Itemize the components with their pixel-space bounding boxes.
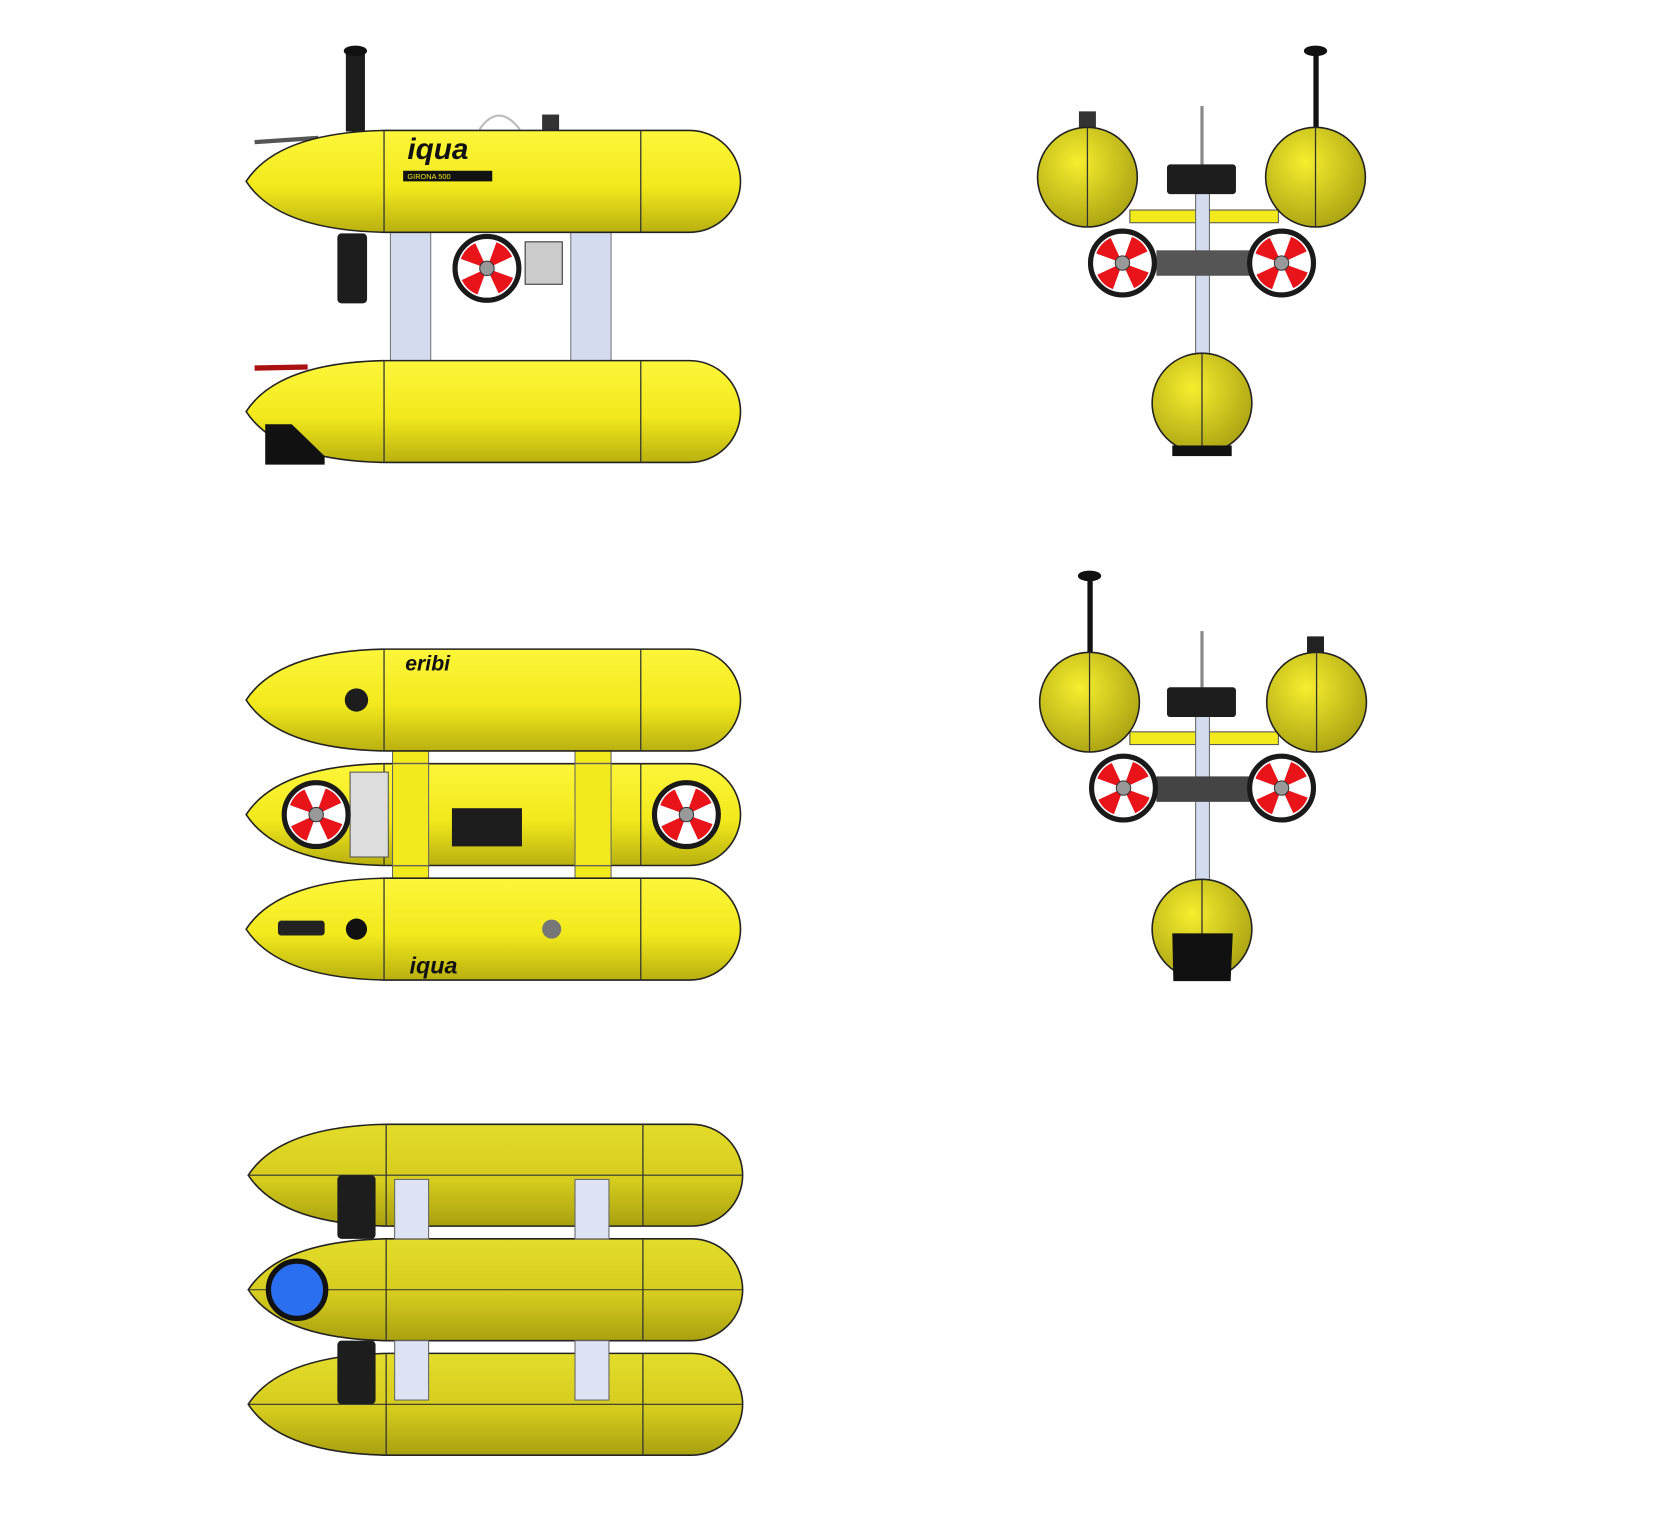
rear-view bbox=[1038, 570, 1368, 982]
lower-hull bbox=[245, 359, 742, 464]
handle bbox=[478, 114, 521, 131]
antenna-mast bbox=[345, 50, 365, 132]
iqua-logo: iqua bbox=[410, 953, 458, 979]
nose-probe bbox=[254, 135, 319, 145]
right-thruster bbox=[1246, 227, 1317, 298]
right-sphere bbox=[1264, 126, 1367, 228]
strut bbox=[574, 1178, 610, 1240]
right-sphere bbox=[1265, 651, 1368, 753]
bottom-sensor bbox=[265, 424, 325, 465]
left-thruster bbox=[1088, 752, 1159, 823]
upper-hull bbox=[247, 1123, 744, 1227]
port bbox=[345, 918, 368, 940]
vertical-thruster bbox=[337, 233, 368, 304]
center-module bbox=[451, 808, 522, 847]
iqua-logo: iqua GIRONA 500 bbox=[403, 133, 493, 182]
strut bbox=[394, 1340, 430, 1401]
thruster-housing bbox=[1156, 250, 1252, 276]
model-logo-text: GIRONA 500 bbox=[407, 172, 450, 181]
upper-hull bbox=[245, 648, 742, 752]
antenna-mast bbox=[1313, 50, 1319, 128]
frame-rear-center bbox=[574, 763, 612, 867]
right-thruster bbox=[1246, 752, 1317, 823]
left-sphere bbox=[1036, 126, 1139, 228]
thruster-housing bbox=[1156, 776, 1252, 802]
antenna-cap bbox=[1077, 570, 1102, 582]
front-view bbox=[1036, 45, 1367, 457]
lateral-thruster bbox=[451, 233, 522, 304]
bottom-sphere bbox=[1151, 352, 1253, 454]
electronics-box bbox=[1166, 164, 1236, 195]
sensor-box bbox=[1078, 111, 1096, 129]
tail-probe bbox=[254, 364, 308, 371]
left-sphere bbox=[1038, 651, 1141, 753]
left-thruster bbox=[1087, 227, 1158, 298]
strut bbox=[574, 1340, 610, 1401]
top-view: eribi iqua bbox=[245, 648, 742, 981]
side-view: iqua GIRONA 500 bbox=[245, 45, 742, 465]
vertical-thruster bbox=[337, 1340, 376, 1405]
eribi-logo: eribi bbox=[405, 652, 451, 675]
upper-hull bbox=[245, 129, 742, 234]
strut bbox=[394, 1178, 430, 1240]
fore-mount bbox=[349, 771, 389, 858]
dvl-sensor bbox=[265, 1258, 329, 1322]
thruster-mount bbox=[524, 241, 563, 285]
antenna-mast bbox=[1087, 575, 1093, 653]
port bbox=[344, 688, 369, 712]
sensor-box bbox=[542, 114, 560, 132]
port bbox=[542, 919, 562, 939]
bottom-sensor bbox=[1172, 933, 1233, 982]
bottom-sensor bbox=[1172, 445, 1232, 457]
bottom-view bbox=[247, 1123, 744, 1457]
electronics-box bbox=[1166, 687, 1236, 717]
nose-sensor bbox=[277, 920, 325, 936]
antenna-cap bbox=[1303, 45, 1328, 57]
iqua-logo-text: iqua bbox=[407, 133, 468, 166]
strut-front bbox=[389, 230, 432, 364]
antenna-cap bbox=[343, 45, 368, 57]
frame-front-center bbox=[392, 763, 430, 867]
model-band bbox=[403, 170, 493, 182]
lower-hull bbox=[247, 1352, 744, 1457]
strut-rear bbox=[570, 230, 612, 364]
vertical-thruster bbox=[337, 1175, 376, 1239]
